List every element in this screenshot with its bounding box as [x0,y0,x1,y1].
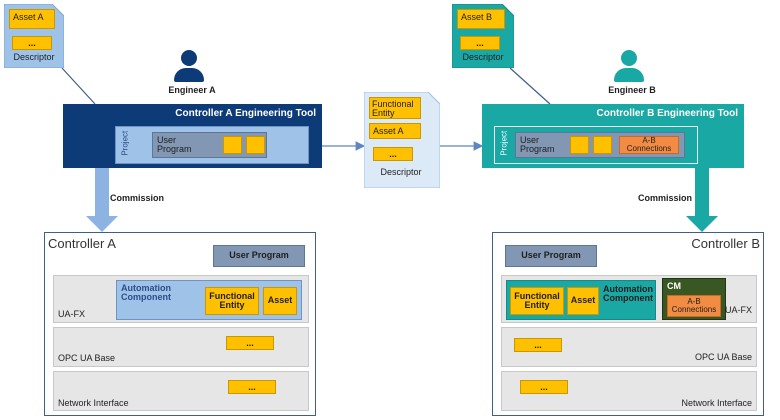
tool-a-project-label: Project [120,130,130,156]
controller-a-ua-fx-label: UA-FX [58,309,85,319]
tool-b-project: Project User Program A-B Connections [494,126,698,164]
tool-b-connections: A-B Connections [619,136,679,154]
controller-a-network-layer: ... Network Interface [53,371,309,411]
descriptor-b-link [509,67,551,105]
engineering-tool-a: Controller A Engineering Tool Project Us… [63,104,322,168]
controller-b-cm-label: CM [667,281,681,291]
controller-a-opc-base-layer: ... OPC UA Base [53,327,309,367]
controller-b-asset: Asset [567,287,599,315]
commission-label-b: Commission [638,193,693,203]
descriptor-middle-label: Descriptor [380,167,422,177]
descriptor-b-dots: ... [460,36,500,50]
descriptor-a-card: Asset A ... Descriptor [4,4,64,68]
descriptor-b-label: Descriptor [462,52,504,62]
person-icon-b-head [621,50,637,66]
tool-a-user-program: User Program [152,132,267,158]
controller-b-connections: A-B Connections [667,295,721,317]
person-icon-a-body [174,68,204,82]
controller-b-automation-component-label: Automation Component [603,284,653,304]
tool-b-user-program-label: User Program [520,135,555,155]
controller-b-opc-base-layer: ... OPC UA Base [501,327,757,367]
controller-a-automation-component: Automation Component Functional Entity A… [116,280,302,320]
engineer-a: Engineer A [168,50,218,96]
engineer-a-label: Engineer A [168,85,216,95]
commission-arrow-a [86,168,118,232]
descriptor-middle-asset: Asset A [369,123,421,139]
engineer-b-label: Engineer B [608,85,656,95]
controller-b-network-label: Network Interface [681,398,752,408]
tool-a-user-program-label: User Program [157,135,192,155]
descriptor-a-link [61,67,96,105]
descriptor-middle-card: Functional Entity Asset A ... Descriptor [364,92,440,188]
descriptor-b-card: Asset B ... Descriptor [452,4,514,68]
tool-b-project-label: Project [499,130,509,156]
controller-b-automation-component: Functional Entity Asset Automation Compo… [506,280,656,320]
controller-a-ua-fx-layer: Automation Component Functional Entity A… [53,275,309,323]
controller-b-ua-fx-label: UA-FX [725,305,752,315]
descriptor-a-label: Descriptor [13,52,55,62]
descriptor-a-asset: Asset A [9,9,55,29]
controller-b-cm: CM A-B Connections [662,278,726,320]
controller-b-network-dots: ... [520,380,568,394]
descriptor-a-dots: ... [12,36,52,50]
commission-label-a: Commission [110,193,165,203]
tool-b-user-program: User Program A-B Connections [515,132,685,158]
tool-a-title: Controller A Engineering Tool [175,108,316,119]
person-icon-a-head [181,50,197,66]
controller-b-user-program: User Program [505,245,597,267]
tool-a-block-2 [246,136,265,154]
controller-b: Controller B User Program Functional Ent… [492,232,764,416]
controller-a-network-dots: ... [228,380,276,394]
tool-b-title: Controller B Engineering Tool [596,108,738,119]
controller-b-functional-entity: Functional Entity [510,287,564,315]
tool-b-block-2 [593,136,612,154]
controller-a-title: Controller A [48,236,116,251]
controller-b-title: Controller B [691,236,760,251]
person-icon-b-body [614,68,644,82]
controller-a-automation-component-label: Automation Component [121,283,171,303]
controller-a-opc-dots: ... [226,336,274,350]
tool-b-block-1 [570,136,589,154]
descriptor-middle-dots: ... [373,147,413,161]
engineer-b: Engineer B [608,50,658,96]
engineering-tool-b: Controller B Engineering Tool Project Us… [482,104,744,168]
controller-b-opc-base-label: OPC UA Base [694,352,752,362]
controller-b-ua-fx-layer: Functional Entity Asset Automation Compo… [501,275,757,323]
controller-a-asset: Asset [263,287,297,315]
controller-a-user-program: User Program [213,245,305,267]
controller-a-opc-base-label: OPC UA Base [58,353,116,363]
controller-a: Controller A User Program Automation Com… [44,232,316,416]
commission-arrow-b [686,168,718,232]
controller-b-network-layer: ... Network Interface [501,371,757,411]
controller-b-opc-dots: ... [514,338,562,352]
controller-a-functional-entity: Functional Entity [205,287,259,315]
tool-a-project: Project User Program [115,126,309,164]
tool-a-block-1 [223,136,242,154]
controller-a-network-label: Network Interface [58,398,129,408]
descriptor-b-asset: Asset B [457,9,505,29]
descriptor-middle-functional-entity: Functional Entity [369,97,421,119]
